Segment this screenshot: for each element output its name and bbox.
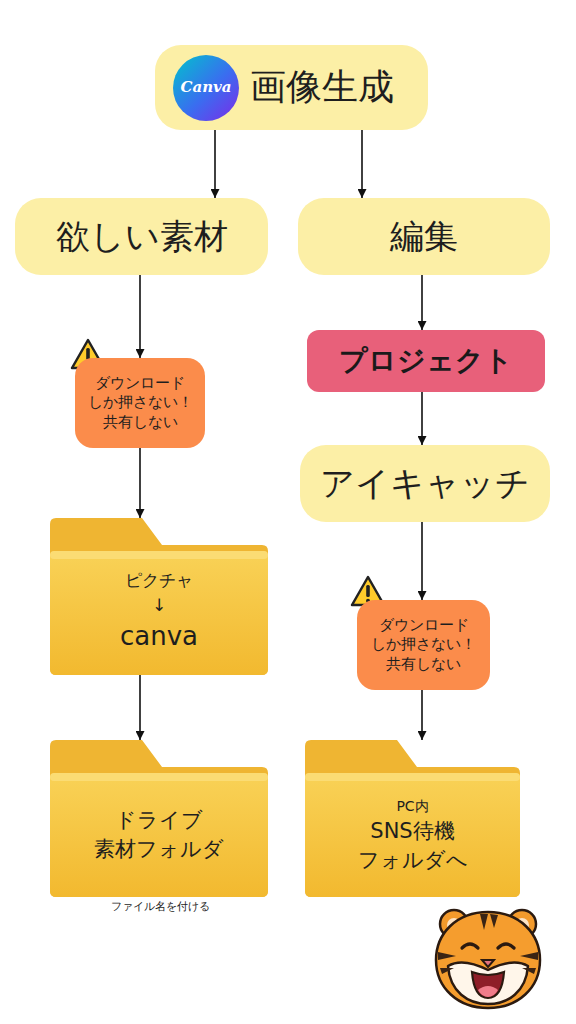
- flow-arrow: [361, 130, 363, 198]
- tiger-face: [436, 910, 540, 1008]
- node-text: canva: [120, 616, 198, 658]
- warning-mark: [366, 585, 370, 597]
- node-content: アイキャッチ: [300, 445, 550, 522]
- node-text: 欲しい素材: [56, 214, 228, 258]
- node-text: Canva: [181, 78, 232, 98]
- folder-front: [305, 773, 520, 897]
- folder-front: [50, 551, 268, 675]
- tiger-eyes: [462, 944, 514, 948]
- logo-circle: Canva: [173, 55, 239, 121]
- node-text: ダウンロード しか押さない！ 共有しない: [78, 374, 202, 433]
- node-text: ピクチャ: [125, 568, 193, 594]
- node-text: ↓: [152, 594, 166, 616]
- node-text: ダウンロード しか押さない！ 共有しない: [362, 616, 486, 675]
- flow-arrow: [139, 448, 141, 518]
- tiger-mouth: [472, 972, 504, 998]
- folder-rim: [50, 773, 268, 781]
- process-box: アイキャッチ: [300, 445, 550, 522]
- folder-shape: PC内SNS待機 フォルダへ: [305, 740, 520, 897]
- note-label: ファイル名を付ける: [60, 900, 260, 914]
- folder-back: [50, 740, 268, 897]
- flow-arrow: [421, 392, 423, 445]
- tiger-stripes: [438, 914, 538, 974]
- node-content: Canva: [173, 55, 239, 121]
- node-text: PC内: [396, 796, 428, 817]
- warning-box: ダウンロード しか押さない！ 共有しない: [75, 358, 205, 448]
- folder-shape: ピクチャ↓canva: [50, 518, 268, 675]
- node-content: ドライブ 素材フォルダ: [50, 773, 268, 897]
- node-content: ダウンロード しか押さない！ 共有しない: [75, 358, 205, 448]
- folder-back: [305, 740, 520, 897]
- flow-arrow: [139, 675, 141, 740]
- process-box: 画像生成 Canva: [155, 45, 428, 130]
- folder-rim: [50, 551, 268, 559]
- tiger-nose: [482, 960, 494, 967]
- node-text: アイキャッチ: [320, 461, 530, 505]
- tiger-tongue: [478, 986, 498, 997]
- folder-back: [50, 518, 268, 675]
- flow-arrow: [421, 275, 423, 330]
- process-box: 欲しい素材: [15, 198, 268, 275]
- node-text: ドライブ 素材フォルダ: [74, 806, 244, 865]
- folder-front: [50, 773, 268, 897]
- flow-arrow: [421, 522, 423, 600]
- flow-arrow: [139, 275, 141, 358]
- node-content: 編集: [298, 198, 550, 275]
- warning-box: ダウンロード しか押さない！ 共有しない: [357, 600, 490, 690]
- node-text: 編集: [390, 214, 458, 258]
- node-content: ピクチャ↓canva: [50, 551, 268, 675]
- highlight-box: プロジェクト: [307, 330, 545, 392]
- node-content: ダウンロード しか押さない！ 共有しない: [357, 600, 490, 690]
- node-text: SNS待機 フォルダへ: [338, 817, 488, 874]
- folder-shape: ドライブ 素材フォルダ: [50, 740, 268, 897]
- flow-arrow: [214, 130, 216, 198]
- tiger-illustration: [428, 900, 548, 1015]
- flow-arrow: [421, 690, 423, 740]
- node-content: プロジェクト: [307, 330, 545, 392]
- node-content: 欲しい素材: [15, 198, 268, 275]
- process-box: 編集: [298, 198, 550, 275]
- node-content: PC内SNS待機 フォルダへ: [305, 773, 520, 897]
- node-text: プロジェクト: [339, 343, 513, 379]
- folder-outline: [305, 740, 520, 897]
- node-text: 画像生成: [250, 64, 394, 111]
- folder-rim: [305, 773, 520, 781]
